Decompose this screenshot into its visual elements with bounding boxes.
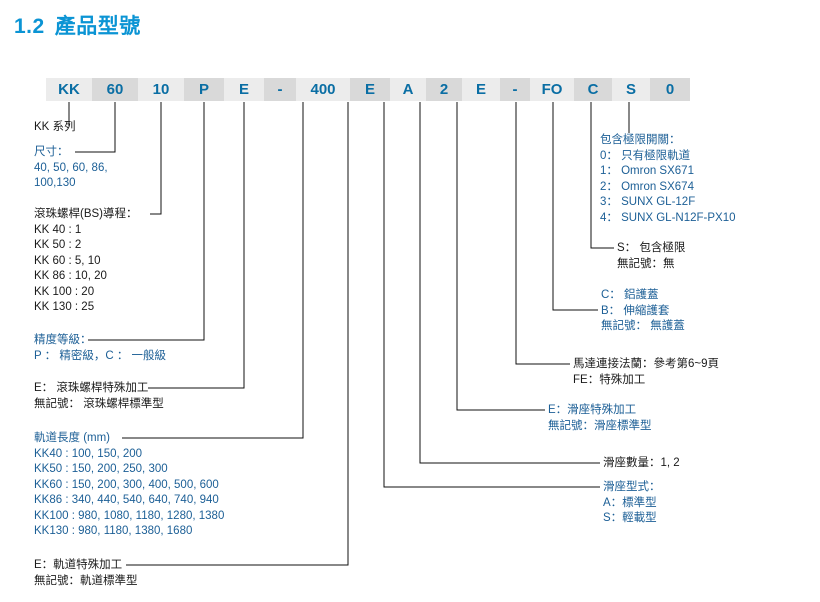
title-number: 1.2 xyxy=(14,15,45,38)
annotation-slider-special: E：滑座特殊加工無記號：滑座標準型 xyxy=(548,403,652,434)
annotation-slider-count-line-1: 滑座數量：1, 2 xyxy=(603,457,680,469)
annotation-limit-included: S： 包含極限無記號：無 xyxy=(617,241,685,272)
code-cell-15: S xyxy=(612,78,650,101)
code-cell-1: KK xyxy=(46,78,92,101)
annotation-limit-included-line-2: 無記號：無 xyxy=(617,257,675,270)
annotation-ballscrew-special: E： 滾珠螺桿特殊加工無記號： 滾珠螺桿標準型 xyxy=(34,381,164,412)
annotation-rail-special: E：軌道特殊加工無記號：軌道標準型 xyxy=(34,558,138,589)
annotation-ballscrew-lead-line-1: 滾珠螺桿(BS)導程： xyxy=(34,208,138,220)
annotation-size: 尺寸： 40, 50, 60, 86, 100,130 xyxy=(34,145,108,192)
page-title: 1.2 產品型號 xyxy=(14,10,141,40)
annotation-size-line-1: 尺寸： xyxy=(34,146,69,158)
annotation-limit-switch-line-2: 0： 只有極限軌道 xyxy=(600,149,691,162)
code-cell-5: E xyxy=(224,78,264,101)
annotation-rail-length-line-2: KK40 : 100, 150, 200 xyxy=(34,447,143,460)
code-cell-16: 0 xyxy=(650,78,690,101)
annotation-rail-length-line-6: KK100 : 980, 1080, 1180, 1280, 1380 xyxy=(34,509,225,522)
annotation-slider-count: 滑座數量：1, 2 xyxy=(603,456,680,472)
annotation-cover-type: C： 鋁護蓋 B： 伸縮護套無記號： 無護蓋 xyxy=(601,288,685,335)
annotation-limit-switch-line-3: 1： Omron SX671 xyxy=(600,165,694,177)
code-cell-2: 60 xyxy=(92,78,138,101)
annotation-limit-switch-line-4: 2： Omron SX674 xyxy=(600,180,694,193)
code-cell-11: E xyxy=(462,78,500,101)
annotation-slider-type: 滑座型式： A：標準型 S：輕載型 xyxy=(603,480,661,527)
annotation-accuracy-grade: 精度等級： P ： 精密級，C ： 一般級 xyxy=(34,333,166,364)
code-cell-7: 400 xyxy=(296,78,350,101)
annotation-ballscrew-lead-line-4: KK 60 : 5, 10 xyxy=(34,254,101,267)
code-cell-9: A xyxy=(390,78,426,101)
annotation-rail-length-line-3: KK50 : 150, 200, 250, 300 xyxy=(34,463,168,475)
annotation-cover-type-line-1: C： 鋁護蓋 xyxy=(601,289,659,301)
annotation-size-line-3: 100,130 xyxy=(34,177,76,189)
annotation-rail-length-line-5: KK86 : 340, 440, 540, 640, 740, 940 xyxy=(34,494,219,506)
annotation-limit-switch: 包含極限開關： 0： 只有極限軌道 1： Omron SX671 2： Omron S… xyxy=(600,133,736,226)
annotation-slider-special-line-1: E：滑座特殊加工 xyxy=(548,404,637,416)
annotation-kk-series-line-1: KK 系列 xyxy=(34,121,76,133)
annotation-slider-type-line-3: S：輕載型 xyxy=(603,512,657,524)
annotation-motor-flange: 馬達連接法蘭：參考第6~9頁 FE：特殊加工 xyxy=(573,357,719,388)
annotation-motor-flange-line-1: 馬達連接法蘭：參考第6~9頁 xyxy=(573,358,720,370)
annotation-ballscrew-lead-line-5: KK 86 : 10, 20 xyxy=(34,270,107,282)
annotation-rail-length-line-7: KK130 : 980, 1180, 1380, 1680 xyxy=(34,525,193,537)
title-text: 產品型號 xyxy=(54,15,141,38)
annotation-motor-flange-line-2: FE：特殊加工 xyxy=(573,373,646,386)
code-cell-10: 2 xyxy=(426,78,462,101)
annotation-ballscrew-lead: 滾珠螺桿(BS)導程： KK 40 : 1 KK 50 : 2 KK 60 : 5, … xyxy=(34,207,138,316)
annotation-cover-type-line-2: B： 伸縮護套 xyxy=(601,304,670,317)
annotation-ballscrew-lead-line-2: KK 40 : 1 xyxy=(34,223,82,236)
code-cell-12: - xyxy=(500,78,530,101)
code-cell-6: - xyxy=(264,78,296,101)
annotation-limit-included-line-1: S： 包含極限 xyxy=(617,242,686,254)
annotation-rail-special-line-2: 無記號：軌道標準型 xyxy=(34,574,138,587)
annotation-ballscrew-lead-line-6: KK 100 : 20 xyxy=(34,285,95,298)
annotation-limit-switch-line-1: 包含極限開關： xyxy=(600,134,681,146)
annotation-ballscrew-special-line-1: E： 滾珠螺桿特殊加工 xyxy=(34,382,149,394)
code-cell-8: E xyxy=(350,78,390,101)
code-cell-4: P xyxy=(184,78,224,101)
annotation-slider-special-line-2: 無記號：滑座標準型 xyxy=(548,419,652,432)
annotation-limit-switch-line-5: 3： SUNX GL-12F xyxy=(600,196,696,208)
annotation-limit-switch-line-6: 4： SUNX GL-N12F-PX10 xyxy=(600,211,736,224)
code-cell-13: FO xyxy=(530,78,574,101)
annotation-cover-type-line-3: 無記號： 無護蓋 xyxy=(601,320,685,332)
annotation-rail-length-line-4: KK60 : 150, 200, 300, 400, 500, 600 xyxy=(34,478,219,491)
annotation-accuracy-grade-line-2: P ： 精密級，C ： 一般級 xyxy=(34,349,167,362)
annotation-accuracy-grade-line-1: 精度等級： xyxy=(34,334,92,346)
annotation-rail-length-line-1: 軌道長度 (mm) xyxy=(34,432,111,444)
annotation-size-line-2: 40, 50, 60, 86, xyxy=(34,161,108,174)
annotation-rail-special-line-1: E：軌道特殊加工 xyxy=(34,559,123,571)
annotation-kk-series: KK 系列 xyxy=(34,120,76,136)
annotation-ballscrew-lead-line-3: KK 50 : 2 xyxy=(34,239,82,251)
annotation-slider-type-line-2: A：標準型 xyxy=(603,496,657,509)
annotation-slider-type-line-1: 滑座型式： xyxy=(603,481,661,493)
annotation-ballscrew-lead-line-7: KK 130 : 25 xyxy=(34,301,95,313)
code-cell-3: 10 xyxy=(138,78,184,101)
code-cell-14: C xyxy=(574,78,612,101)
annotation-ballscrew-special-line-2: 無記號： 滾珠螺桿標準型 xyxy=(34,397,164,410)
